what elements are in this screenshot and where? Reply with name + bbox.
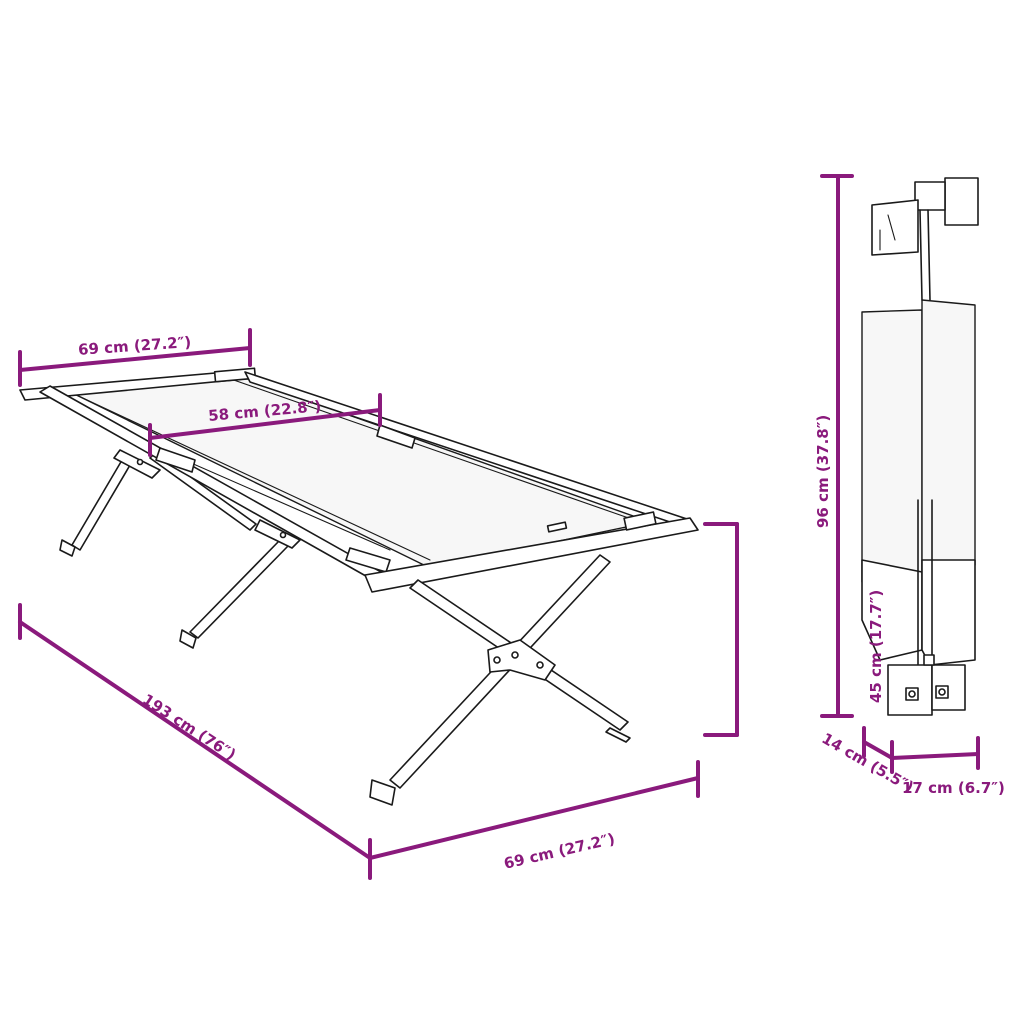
folded-height-label: 96 cm (37.8″) [814,415,832,528]
cot-near-legs [113,449,631,806]
dimension-lines [18,174,980,880]
cot-folded-drawing [861,177,979,716]
folded-width-label: 17 cm (6.7″) [902,779,1005,797]
bottom-width-label: 69 cm (27.2″) [502,830,616,873]
height-label: 45 cm (17.7″) [867,590,885,703]
cot-head-bar [19,367,257,401]
cot-far-legs [59,451,289,649]
cot-foot-bar [364,511,699,593]
cot-unfolded-drawing [19,367,699,806]
length-label: 193 cm (76″) [139,690,239,764]
